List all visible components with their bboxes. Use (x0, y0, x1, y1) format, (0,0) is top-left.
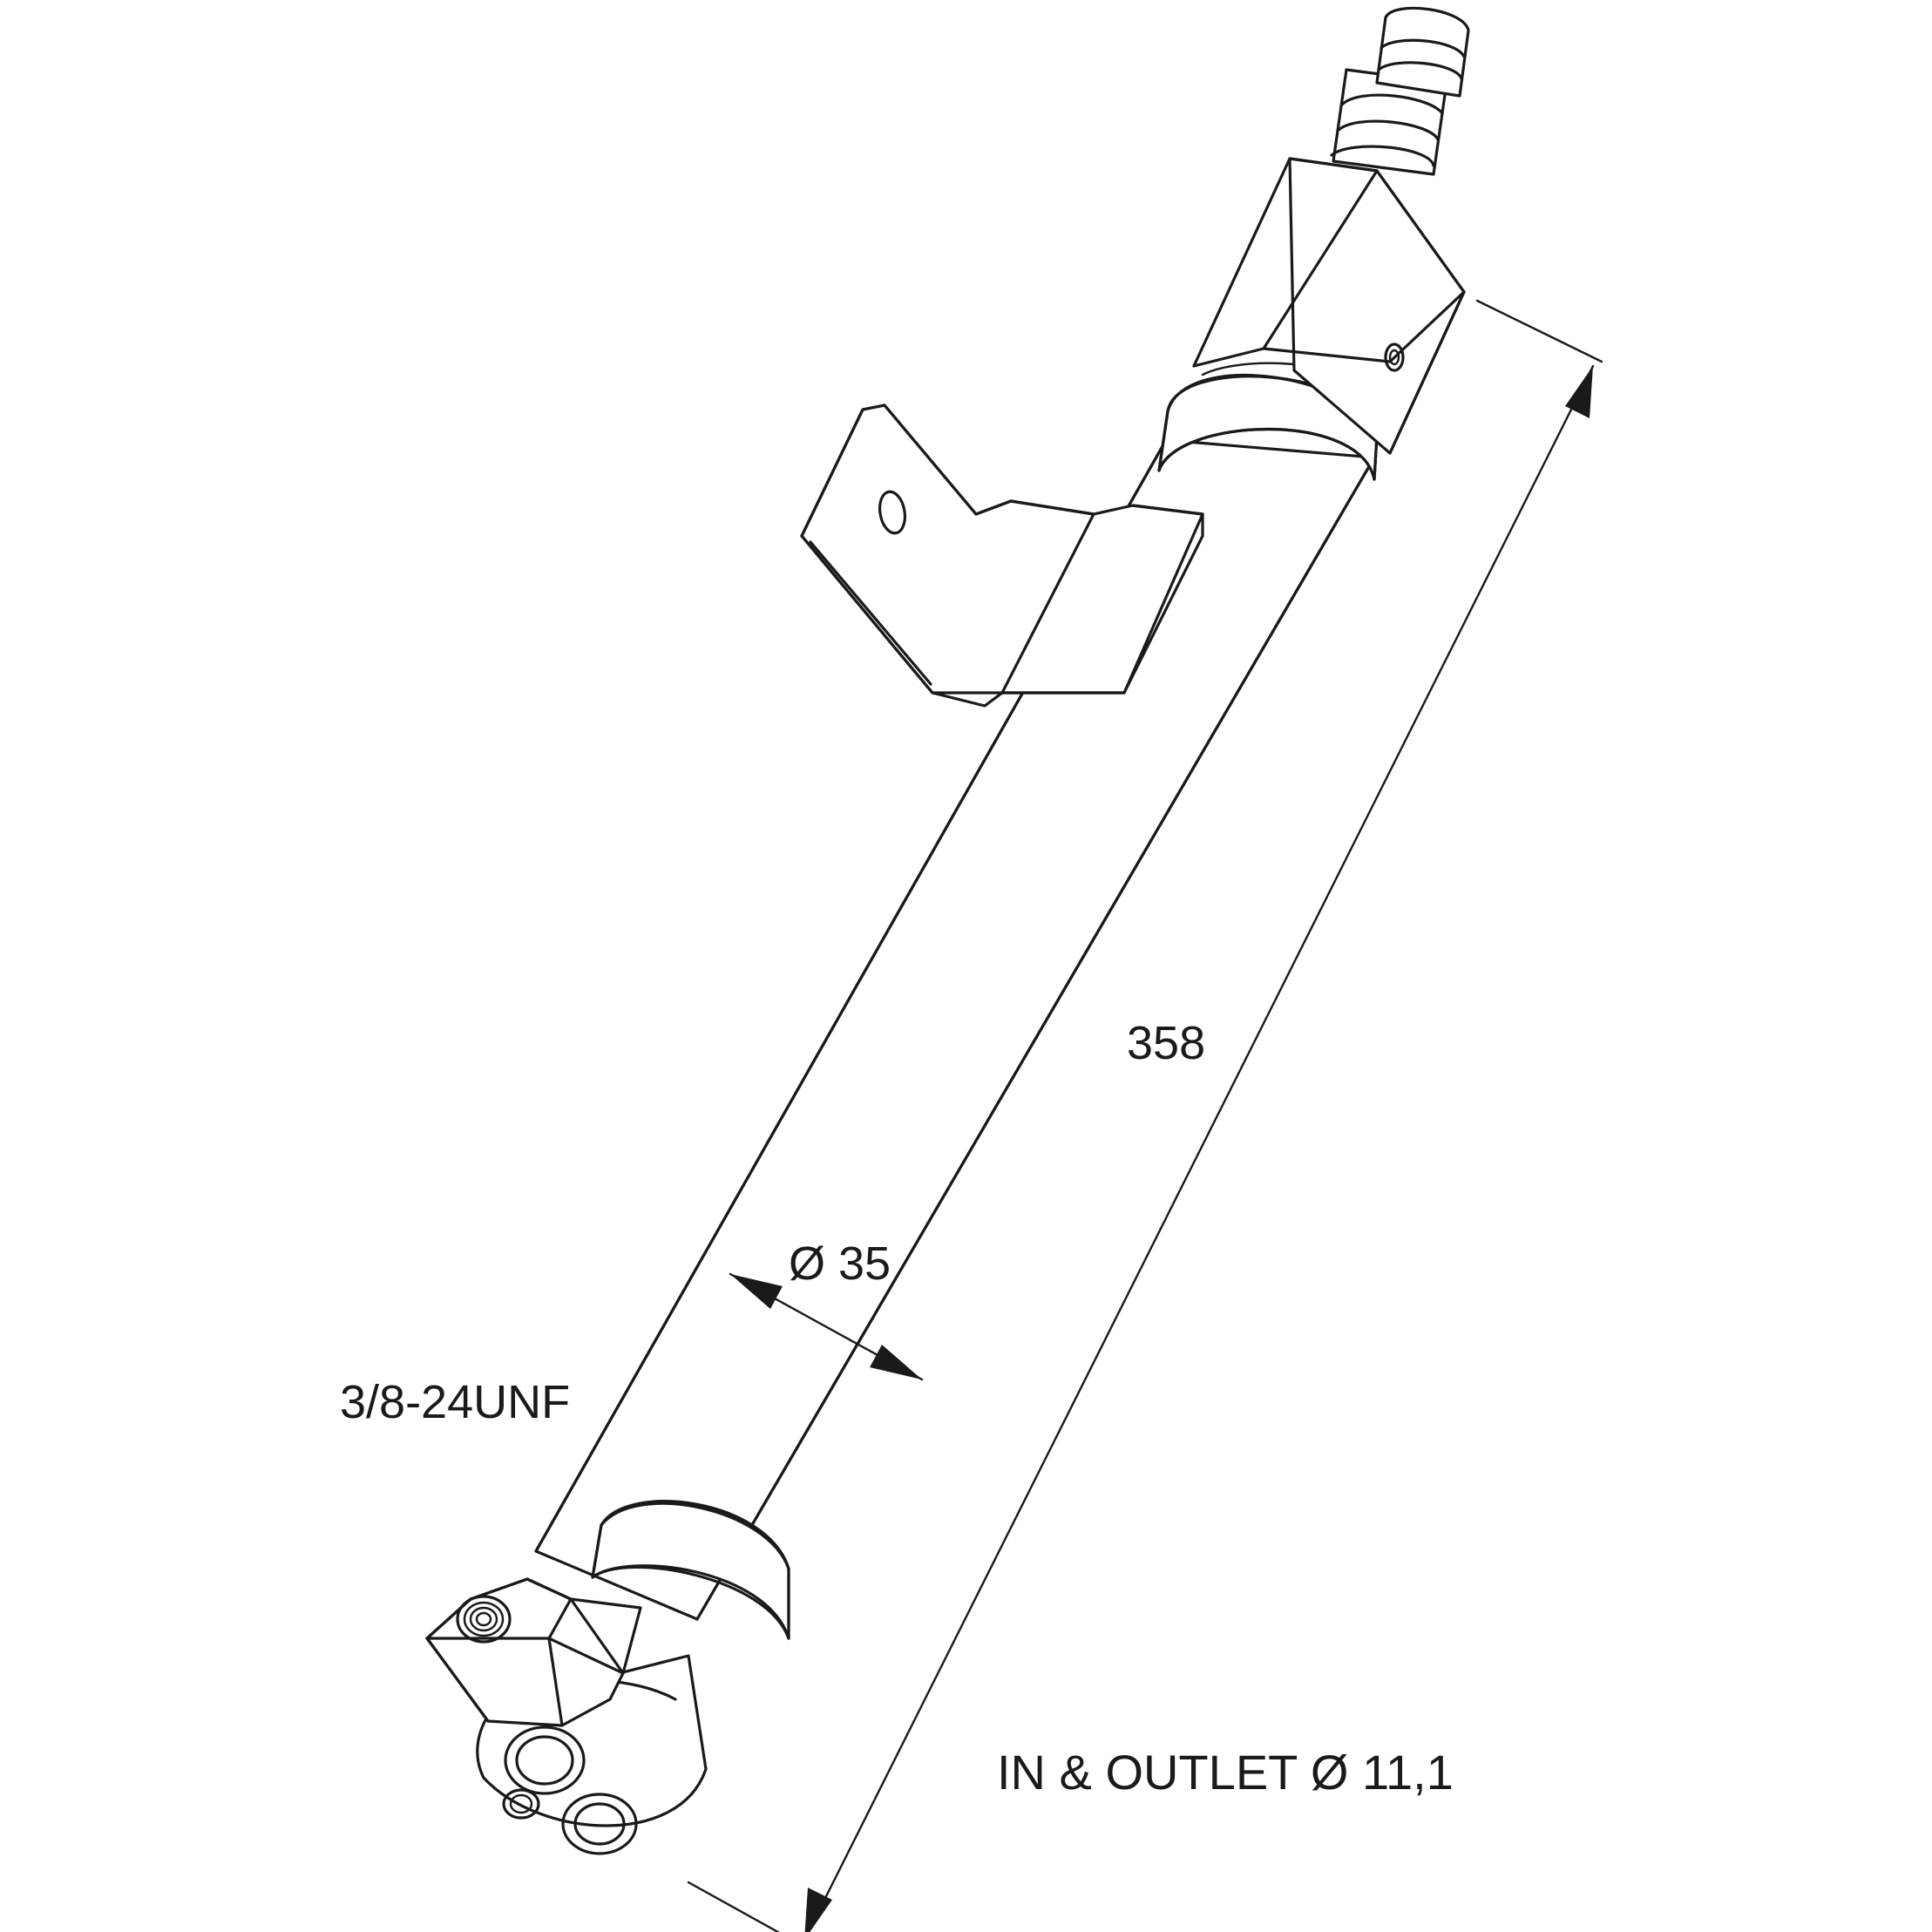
diameter-dimension (729, 1272, 924, 1381)
bottom-end-cap (591, 1500, 790, 1640)
length-label: 358 (1127, 1017, 1206, 1069)
top-end-cap (1157, 362, 1379, 481)
length-dimension (687, 299, 1603, 1932)
top-pipe-stub (1330, 6, 1470, 176)
in-outlet-label: IN & OUTLET Ø 11,1 (997, 1745, 1454, 1800)
top-block-fitting (1192, 157, 1466, 455)
diameter-label: Ø 35 (789, 1237, 891, 1290)
thread-label: 3/8-24UNF (340, 1376, 571, 1428)
threaded-port-block (425, 1577, 642, 1727)
mounting-bracket (800, 403, 1204, 708)
